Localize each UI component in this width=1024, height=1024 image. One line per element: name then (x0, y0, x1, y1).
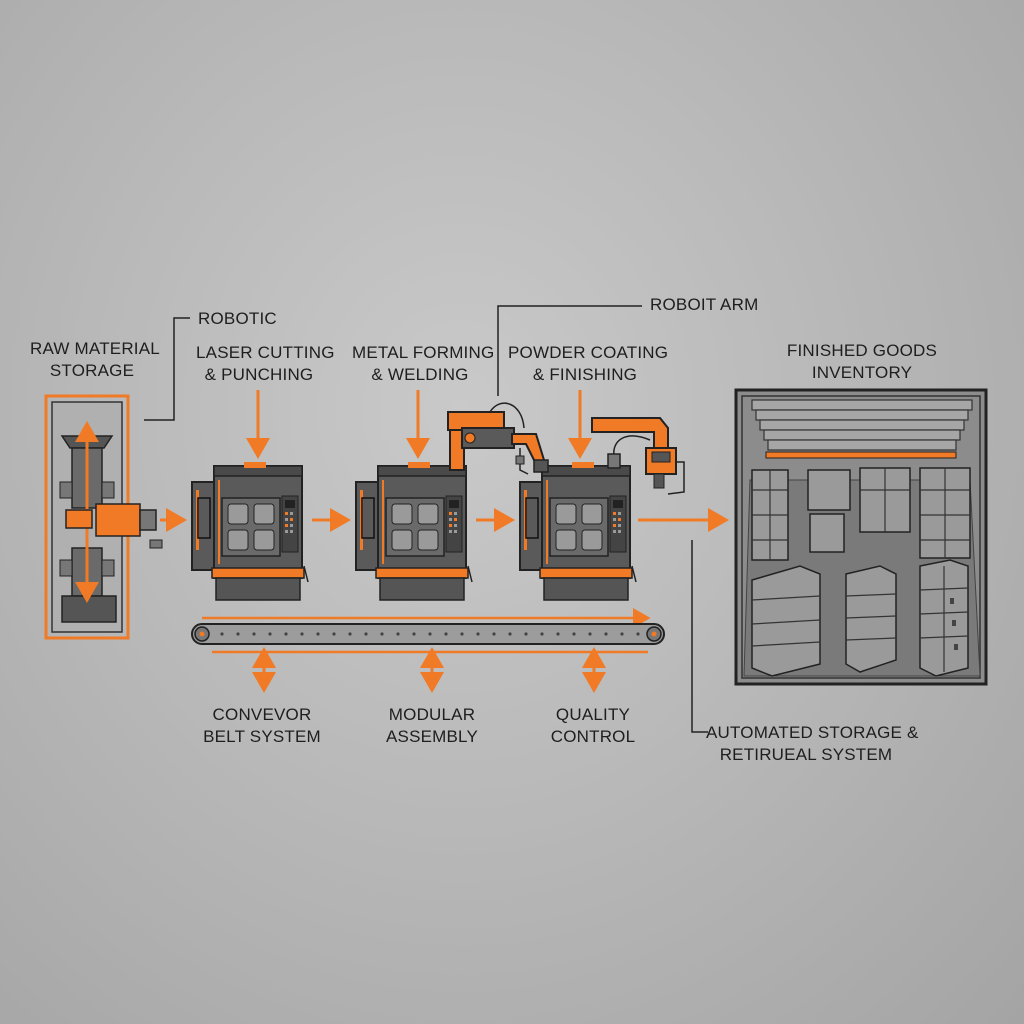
label-finished-line1: FINISHED GOODS (786, 341, 938, 360)
label-finished-line2: INVENTORY (811, 363, 913, 382)
machine-powder-coating (519, 462, 637, 601)
label-metal-line1: METAL FORMING (352, 343, 495, 362)
label-laser-cutting: LASER CUTTING & PUNCHING (196, 342, 335, 386)
robot-arm-welding (447, 402, 549, 475)
machine-laser-cutting (191, 462, 309, 601)
raw-material-storage-unit (44, 394, 163, 640)
label-raw-material-storage: RAW MATERIAL STORAGE (30, 338, 160, 382)
label-automated-storage-retrieval: AUTOMATED STORAGE & RETIRUEAL SYSTEM (706, 722, 919, 766)
label-asrs-line2: RETIRUEAL SYSTEM (719, 745, 893, 764)
label-powder-line1: POWDER COATING (508, 343, 669, 362)
label-quality-line1: QUALITY (555, 705, 631, 724)
label-asrs-line1: AUTOMATED STORAGE & (706, 723, 919, 742)
bidirectional-arrows (252, 647, 606, 693)
label-powder-line2: & FINISHING (532, 365, 638, 384)
label-metal-forming: METAL FORMING & WELDING (352, 342, 495, 386)
label-pointer-arrows (246, 390, 592, 459)
label-laser-line2: & PUNCHING (204, 365, 314, 384)
leader-lines (144, 305, 708, 733)
label-robot-arm: ROBOIT ARM (650, 295, 759, 314)
robot-arm-finishing (591, 417, 685, 495)
label-laser-line1: LASER CUTTING (196, 343, 335, 362)
label-modular-assembly: MODULAR ASSEMBLY (372, 704, 492, 748)
label-robotic: ROBOTIC (198, 309, 277, 328)
finished-goods-inventory-room (734, 388, 988, 686)
label-conveyor-belt-system: CONVEVOR BELT SYSTEM (200, 704, 324, 748)
machine-metal-forming (355, 462, 473, 601)
label-conveyor-line2: BELT SYSTEM (203, 727, 321, 746)
label-powder-coating: POWDER COATING & FINISHING (508, 342, 669, 386)
label-modular-line2: ASSEMBLY (386, 727, 478, 746)
label-quality-line2: CONTROL (550, 727, 636, 746)
conveyor-belt (191, 608, 665, 654)
label-modular-line1: MODULAR (388, 705, 476, 724)
label-quality-control: QUALITY CONTROL (538, 704, 648, 748)
label-finished-goods-inventory: FINISHED GOODS INVENTORY (782, 340, 942, 384)
label-metal-line2: & WELDING (371, 365, 469, 384)
label-raw-material-line1: RAW MATERIAL (30, 339, 160, 358)
label-raw-material-line2: STORAGE (49, 361, 135, 380)
label-conveyor-line1: CONVEVOR (212, 705, 312, 724)
